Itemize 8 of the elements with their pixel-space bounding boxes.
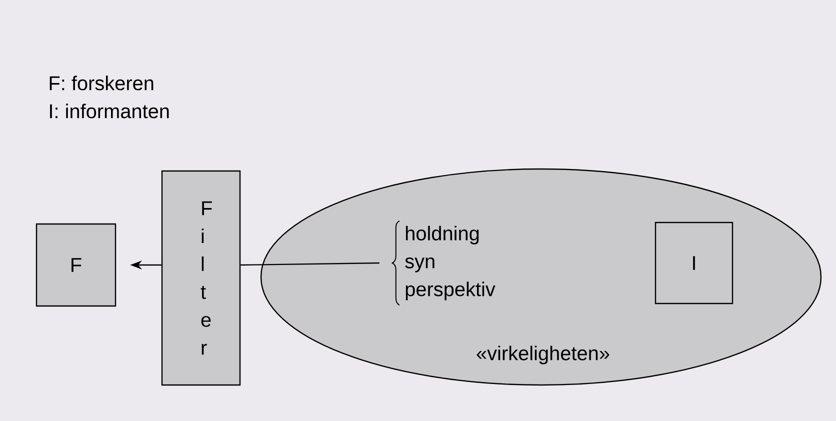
legend-text: I: informanten — [50, 104, 169, 118]
legend-text: F: forskeren — [50, 76, 154, 90]
ellipse-caption: «virkeligheten» — [476, 346, 610, 364]
square-box: F — [36, 223, 116, 307]
brace-list: holdning syn perspektiv — [405, 226, 496, 300]
reality-ellipse — [260, 168, 822, 386]
square-box: I — [654, 222, 734, 304]
filter-box: F i l t e r — [161, 170, 241, 386]
